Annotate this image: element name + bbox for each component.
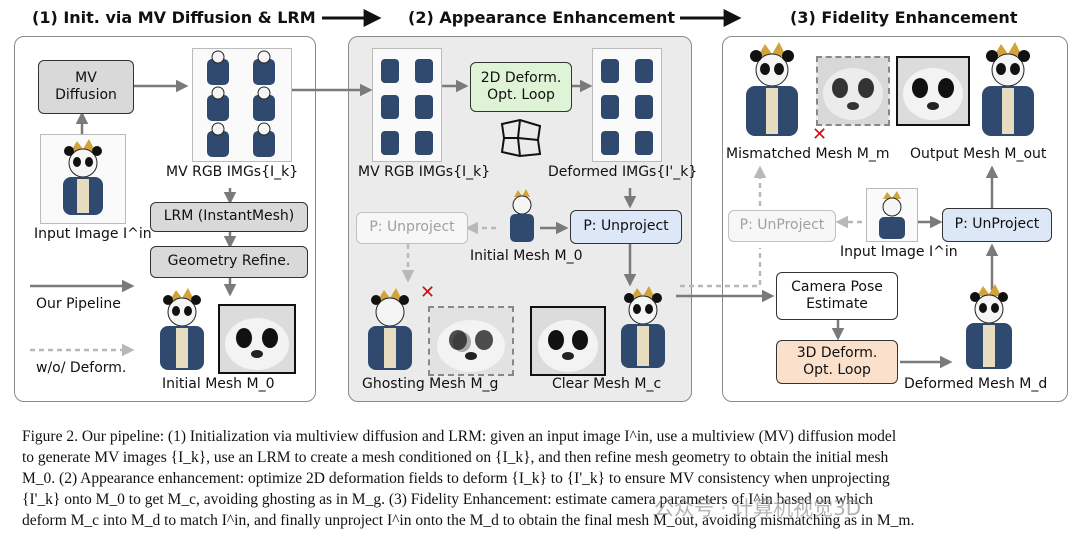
initial-mesh-label-stage2: Initial Mesh M_0 xyxy=(470,248,583,264)
caption-line: to generate MV images {I_k}, use an LRM … xyxy=(22,449,889,466)
unproject-box: P: Unproject xyxy=(570,210,682,244)
unproject-faded-box: P: Unproject xyxy=(356,212,468,244)
figure-caption: Figure 2. Our pipeline: (1) Initializati… xyxy=(22,426,1062,531)
initial-mesh-render xyxy=(148,286,216,374)
deform-grid-icon xyxy=(500,118,542,158)
panda-face-closeup xyxy=(220,306,294,372)
output-closeup xyxy=(896,56,970,126)
geometry-refine-box: Geometry Refine. xyxy=(150,246,308,278)
panda-figure xyxy=(368,288,412,370)
initial-mesh-small xyxy=(502,188,542,244)
unproject-faded-box-stage3: P: UnProject xyxy=(728,210,836,242)
mismatched-mesh-render xyxy=(732,40,812,140)
deformed-mesh-label: Deformed Mesh M_d xyxy=(904,376,1048,392)
panda-face-closeup xyxy=(818,58,888,124)
3d-deform-loop-box: 3D Deform. Opt. Loop xyxy=(776,340,898,384)
mv-diffusion-box: MV Diffusion xyxy=(38,60,134,114)
deformed-imgs-label: Deformed IMGs{I'_k} xyxy=(548,164,698,180)
input-image-label-stage3: Input Image I^in xyxy=(840,244,958,260)
mismatched-mesh-label: Mismatched Mesh M_m xyxy=(726,146,890,162)
output-mesh-render xyxy=(970,40,1046,140)
mv-panda-grid xyxy=(601,59,653,155)
legend-wo-deform-label: w/o/ Deform. xyxy=(36,360,127,376)
ghosting-mesh-render xyxy=(358,286,422,374)
mv-panda-grid xyxy=(207,50,275,157)
caption-line: {I'_k} onto M_0 to get M_c, avoiding gho… xyxy=(22,491,873,508)
caption-line: M_0. (2) Appearance enhancement: optimiz… xyxy=(22,470,890,487)
panda-face-closeup xyxy=(898,58,968,124)
panda-figure xyxy=(63,139,103,215)
panda-figure xyxy=(966,284,1012,369)
panda-figure xyxy=(879,191,905,239)
input-image-label: Input Image I^in xyxy=(34,226,152,242)
mv-rgb-label: MV RGB IMGs{I_k} xyxy=(166,164,299,180)
ghosting-cross-icon: ✕ xyxy=(420,282,436,303)
input-image-thumb xyxy=(40,134,126,224)
ghosting-mesh-label: Ghosting Mesh M_g xyxy=(362,376,499,392)
ghosting-closeup xyxy=(428,306,514,376)
initial-mesh-closeup xyxy=(218,304,296,374)
panda-figure xyxy=(746,42,798,136)
pipeline-arrows xyxy=(30,79,999,369)
panda-figure xyxy=(160,288,204,370)
legend-pipeline-label: Our Pipeline xyxy=(36,296,121,312)
mismatched-closeup xyxy=(816,56,890,126)
watermark: 公众号 · 计算机视觉3D xyxy=(654,496,862,520)
clear-closeup xyxy=(530,306,606,376)
mv-panda-grid xyxy=(381,59,433,155)
mv-rgb-grid xyxy=(192,48,292,162)
panda-figure xyxy=(510,189,534,242)
panda-face-closeup xyxy=(532,308,604,374)
mismatch-cross-icon: ✕ xyxy=(812,124,828,145)
caption-line: deform M_c into M_d to match I^in, and f… xyxy=(22,512,915,529)
camera-pose-box: Camera Pose Estimate xyxy=(776,272,898,320)
unproject-box-stage3: P: UnProject xyxy=(942,208,1052,242)
deformed-mesh-render xyxy=(954,282,1024,374)
header-arrows xyxy=(322,9,742,27)
stage3-title: (3) Fidelity Enhancement xyxy=(790,8,1018,27)
stage1-title: (1) Init. via MV Diffusion & LRM xyxy=(32,8,316,27)
panda-figure xyxy=(621,286,665,368)
clear-mesh-render xyxy=(610,284,676,372)
panda-face-closeup xyxy=(430,308,512,374)
deformed-imgs-grid xyxy=(592,48,662,162)
2d-deform-loop-box: 2D Deform. Opt. Loop xyxy=(470,62,572,112)
mv-rgb-label-stage2: MV RGB IMGs{I_k} xyxy=(358,164,491,180)
initial-mesh-label: Initial Mesh M_0 xyxy=(162,376,275,392)
lrm-box: LRM (InstantMesh) xyxy=(150,202,308,232)
output-mesh-label: Output Mesh M_out xyxy=(910,146,1047,162)
stage2-title: (2) Appearance Enhancement xyxy=(408,8,676,27)
panda-figure xyxy=(982,42,1034,136)
clear-mesh-label: Clear Mesh M_c xyxy=(552,376,662,392)
input-image-small xyxy=(866,188,918,242)
mv-rgb-grid-stage2 xyxy=(372,48,442,162)
caption-line: Figure 2. Our pipeline: (1) Initializati… xyxy=(22,428,897,445)
